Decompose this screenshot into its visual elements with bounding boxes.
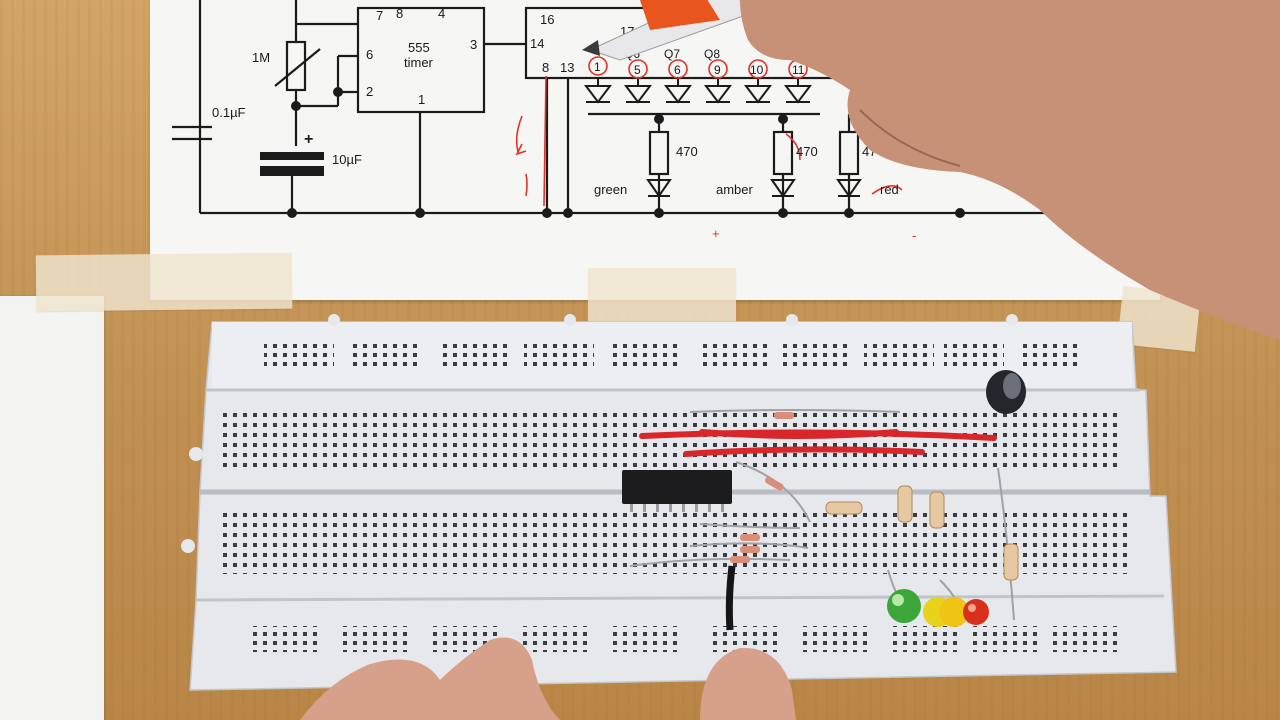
led-green-label: green xyxy=(594,182,627,197)
cap-plus-sign: + xyxy=(304,131,313,148)
masking-tape-middle xyxy=(588,268,736,324)
electrolytic-capacitor xyxy=(986,370,1026,414)
counter-pin-13: 13 xyxy=(560,60,574,75)
paper-sheet-left xyxy=(0,296,104,720)
red-jumper-wires xyxy=(639,429,997,457)
pot-label: 1M xyxy=(252,50,270,65)
ic-555-name: 555 xyxy=(408,40,430,55)
pin-6-label: 6 xyxy=(366,47,373,62)
lower-terminal-strip xyxy=(218,512,1128,574)
cap-large-label: 10µF xyxy=(332,152,362,167)
pin-7-label: 7 xyxy=(376,8,383,23)
pin-4-label: 4 xyxy=(438,6,445,21)
output-pin-9: 9 xyxy=(714,63,721,77)
resistor-1-label: 470 xyxy=(676,144,698,159)
output-pin-6: 6 xyxy=(674,63,681,77)
pin-2-label: 2 xyxy=(366,84,373,99)
leds xyxy=(887,589,989,627)
counter-pin-8: 8 xyxy=(542,60,549,75)
upper-terminal-strip xyxy=(222,410,1122,472)
counter-pin-14: 14 xyxy=(530,36,544,51)
component-leads xyxy=(629,409,1015,621)
black-jumper-wire xyxy=(725,565,736,631)
cap-small-label: 0.1µF xyxy=(212,105,246,120)
pin-3-label: 3 xyxy=(470,37,477,52)
pin-1-label: 1 xyxy=(418,92,425,107)
output-pin-5: 5 xyxy=(634,63,641,77)
counter-pin-16: 16 xyxy=(540,12,554,27)
ic-555-subname: timer xyxy=(404,55,434,70)
output-pin-1: 1 xyxy=(594,60,601,74)
pin-8-label: 8 xyxy=(396,6,403,21)
annotation-plus: + xyxy=(712,226,720,241)
ic-chip xyxy=(622,470,732,512)
resistors xyxy=(730,412,1019,581)
